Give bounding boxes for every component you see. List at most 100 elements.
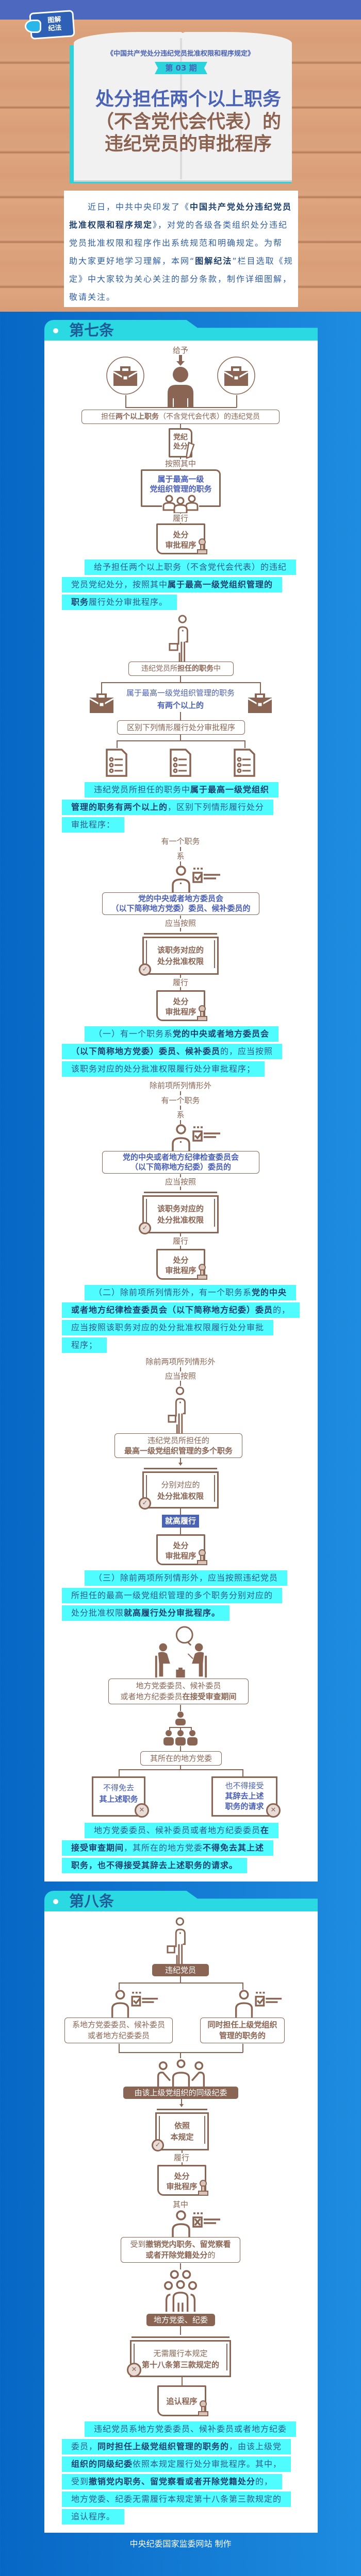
text-line: 委员，同时担任上级党组织管理的职务的，由该上级党 bbox=[62, 2439, 291, 2454]
local-member-box: 系地方党委委员、候补委员或者地方纪委委员 bbox=[64, 2018, 173, 2043]
text-line: 地方党委、纪委无需履行本规定第十八条第三款规定的 bbox=[62, 2492, 291, 2507]
scroll-text: 处分批准权限 bbox=[157, 1492, 204, 1501]
box-text-bold: 两个以上职务 bbox=[116, 413, 159, 421]
doc-text: 处分 bbox=[173, 443, 188, 451]
emphasis-text: 党的中央 bbox=[252, 1287, 287, 1297]
perform-label: 履行 bbox=[172, 978, 189, 987]
list-document-icon bbox=[234, 749, 255, 777]
connector bbox=[180, 1458, 181, 1464]
body-text: 依照本规定履行处分审批程序。其中， bbox=[133, 2459, 282, 2469]
stamp-icon bbox=[198, 2180, 208, 2196]
text-line: 职务，也不得接受其辞去上述职务的请求。 bbox=[62, 1858, 248, 1873]
group-people-icon bbox=[163, 2270, 198, 2312]
connector bbox=[180, 676, 181, 682]
emphasis-text: 职务，也不得接受其辞去上述职务的请求。 bbox=[71, 1860, 238, 1870]
text-line: 处分批准权限就高履行处分审批程序。 bbox=[62, 1605, 230, 1621]
text-line: 该职务对应的处分批准权限履行处分审批程序； bbox=[62, 1061, 265, 1077]
doc-text: 处分 bbox=[173, 997, 189, 1006]
text-line: 近日，中共中央印发了《中国共产党处分违纪党员 bbox=[69, 198, 293, 216]
issue-ribbon: 第 03 期 bbox=[155, 62, 207, 74]
person-rejected-icon bbox=[172, 2210, 220, 2237]
doc-text: 审批程序 bbox=[165, 1007, 196, 1016]
box-text-bold: 或者开除党籍处分 bbox=[145, 2250, 208, 2260]
down-arrow-icon bbox=[179, 355, 182, 362]
except-label: 除前项所列情形外 bbox=[149, 1081, 212, 1090]
header-section: 图解 纪法 《中国共产党处分违纪党员批准权限和程序规定》 第 03 期 处分担任… bbox=[0, 0, 361, 312]
box-text: （以下简称地方党委）委员、候补委员的 bbox=[111, 904, 251, 913]
connector bbox=[180, 1705, 181, 1711]
connector bbox=[180, 2263, 181, 2269]
doc-text: 审批程序 bbox=[165, 1266, 196, 1275]
body-text: ，由该上级党 bbox=[229, 2442, 282, 2451]
no-ratification-scroll: 无需履行本规定第十八条第三款规定的 bbox=[130, 2336, 231, 2377]
body-text: 审批程序： bbox=[71, 820, 116, 829]
box-text: 党的中央或者地方纪律检查委员会 bbox=[122, 1153, 239, 1162]
connector bbox=[119, 1769, 120, 1776]
should-label: 应当按照 bbox=[165, 919, 196, 928]
title-line-2: （不含党代会代表）的 bbox=[95, 111, 282, 132]
text-line: 违纪党员所担任的职务中属于最高一级党组织 bbox=[85, 782, 279, 798]
connector bbox=[181, 2099, 182, 2105]
text-line: 党员党纪处分，按照其中属于最高一级党组织管理的 bbox=[62, 577, 283, 592]
article7-diagram-review: 地方党委委员、候补委员或者地方纪委委员在接受审查期间 其所在的地方党委 不得免去… bbox=[0, 1625, 361, 1819]
article7-tab-row: 第七条 bbox=[0, 320, 361, 341]
doc-text: 处分 bbox=[173, 1256, 189, 1265]
text-line: 地方党委委员、候补委员或者地方纪委委员在 bbox=[85, 1823, 279, 1838]
box-text-bold: 在接受审查期间 bbox=[182, 1692, 237, 1701]
body-text: 给予担任两个以上职务（不含党代会代表）的违纪 bbox=[94, 562, 287, 572]
person-checklist-icon bbox=[172, 866, 220, 892]
body-text: 助大家更好地学习理解，本网“ bbox=[69, 256, 195, 266]
stamp-icon bbox=[197, 1264, 207, 1280]
doc-text: 处分 bbox=[173, 1541, 189, 1550]
emphasis-text: 批准权限和程序规定 bbox=[69, 220, 153, 230]
article7-diagram-case1: 有一个职务 系 党的中央或者地方委员会（以下简称地方党委）委员、候补委员的 应当… bbox=[0, 837, 361, 1022]
text-line: 应当按照该职务对应的处分批准权限履行处分审批 bbox=[62, 1320, 274, 1335]
body-text: 敬请关注。 bbox=[69, 292, 116, 302]
logo-line2: 纪法 bbox=[48, 24, 62, 33]
text-line: 职务履行处分审批程序。 bbox=[62, 595, 177, 610]
text-line: 追认程序。 bbox=[62, 2509, 125, 2524]
severe-punishment-box: 受到撤销党内职务、留党察看或者开除党籍处分的 bbox=[121, 2237, 240, 2263]
megaphone-icon bbox=[25, 20, 41, 33]
box-text: （不含党代会代表）的违纪党员 bbox=[159, 413, 260, 421]
box-text: 系地方党委委员、候补委员 bbox=[72, 2020, 165, 2029]
connector bbox=[119, 2044, 120, 2053]
body-text: 的， bbox=[273, 1305, 291, 1315]
intro-paragraph: 近日，中共中央印发了《中国共产党处分违纪党员批准权限和程序规定》，对党的各级各类… bbox=[64, 191, 298, 307]
doc-text-bold: 职务的请求 bbox=[225, 1802, 264, 1811]
body-text: 应当按照该职务对应的处分批准权限履行处分审批 bbox=[71, 1323, 265, 1332]
no-resignation-doc: 也不得接受其辞去上述职务的请求 bbox=[211, 1776, 277, 1817]
connector bbox=[236, 395, 237, 408]
text-line: 党员批准权限和程序作出系统规范和明确规定。为帮 bbox=[69, 234, 293, 252]
interview-scene-icon bbox=[155, 1626, 207, 1678]
body-text: ”栏目选取《规 bbox=[232, 256, 293, 266]
emphasis-text: 属于最高一级党组织 bbox=[190, 785, 270, 794]
doc-text: 处分 bbox=[173, 530, 189, 539]
article7-card: 给予 担任两个以上职务（不含党代会代表）的违纪党员 党纪处分 按照其中 属于最高… bbox=[0, 341, 361, 1882]
body-text: 党员党纪处分，按照其中 bbox=[71, 580, 168, 589]
connector bbox=[180, 1091, 181, 1095]
person-with-briefcase-icon bbox=[167, 1917, 186, 1964]
connector bbox=[180, 2052, 181, 2058]
doc-text: 审批程序 bbox=[165, 1551, 196, 1561]
body-text: 履行处分审批程序。 bbox=[89, 597, 168, 607]
doc-text: 也不得接受 bbox=[225, 1781, 264, 1790]
body-text: 》，对党的各级各类组织处分违纪 bbox=[153, 220, 288, 230]
body-text: 地方党委委员、候补委员或者地方纪委委员 bbox=[94, 1825, 261, 1835]
connector bbox=[101, 682, 260, 683]
body-text: （一）有一个职务系 bbox=[94, 1029, 173, 1039]
box-text: 违纪党员所担任的 bbox=[147, 1436, 209, 1445]
box-text: （以下简称地方纪委）委员的 bbox=[130, 1162, 231, 1172]
check-circle-icon: ✓ bbox=[139, 963, 151, 976]
should-label: 应当按照 bbox=[165, 1177, 196, 1187]
text-line: 所担任的最高一级党组织管理的多个职务分别对应的 bbox=[62, 1588, 283, 1603]
approval-authority-scroll: 该职务对应的处分批准权限 bbox=[142, 933, 219, 975]
box-text: 担任 bbox=[101, 413, 116, 421]
connector bbox=[125, 395, 126, 408]
scroll-text: 处分批准权限 bbox=[157, 957, 204, 966]
box-text: 或者地方纪委委员 bbox=[120, 1692, 183, 1701]
briefcase-circle-icon bbox=[106, 357, 144, 395]
doc-text: 审批程序 bbox=[166, 2182, 198, 2191]
stamp-icon bbox=[197, 1549, 207, 1565]
article8-title: 第八条 bbox=[69, 1892, 114, 1910]
